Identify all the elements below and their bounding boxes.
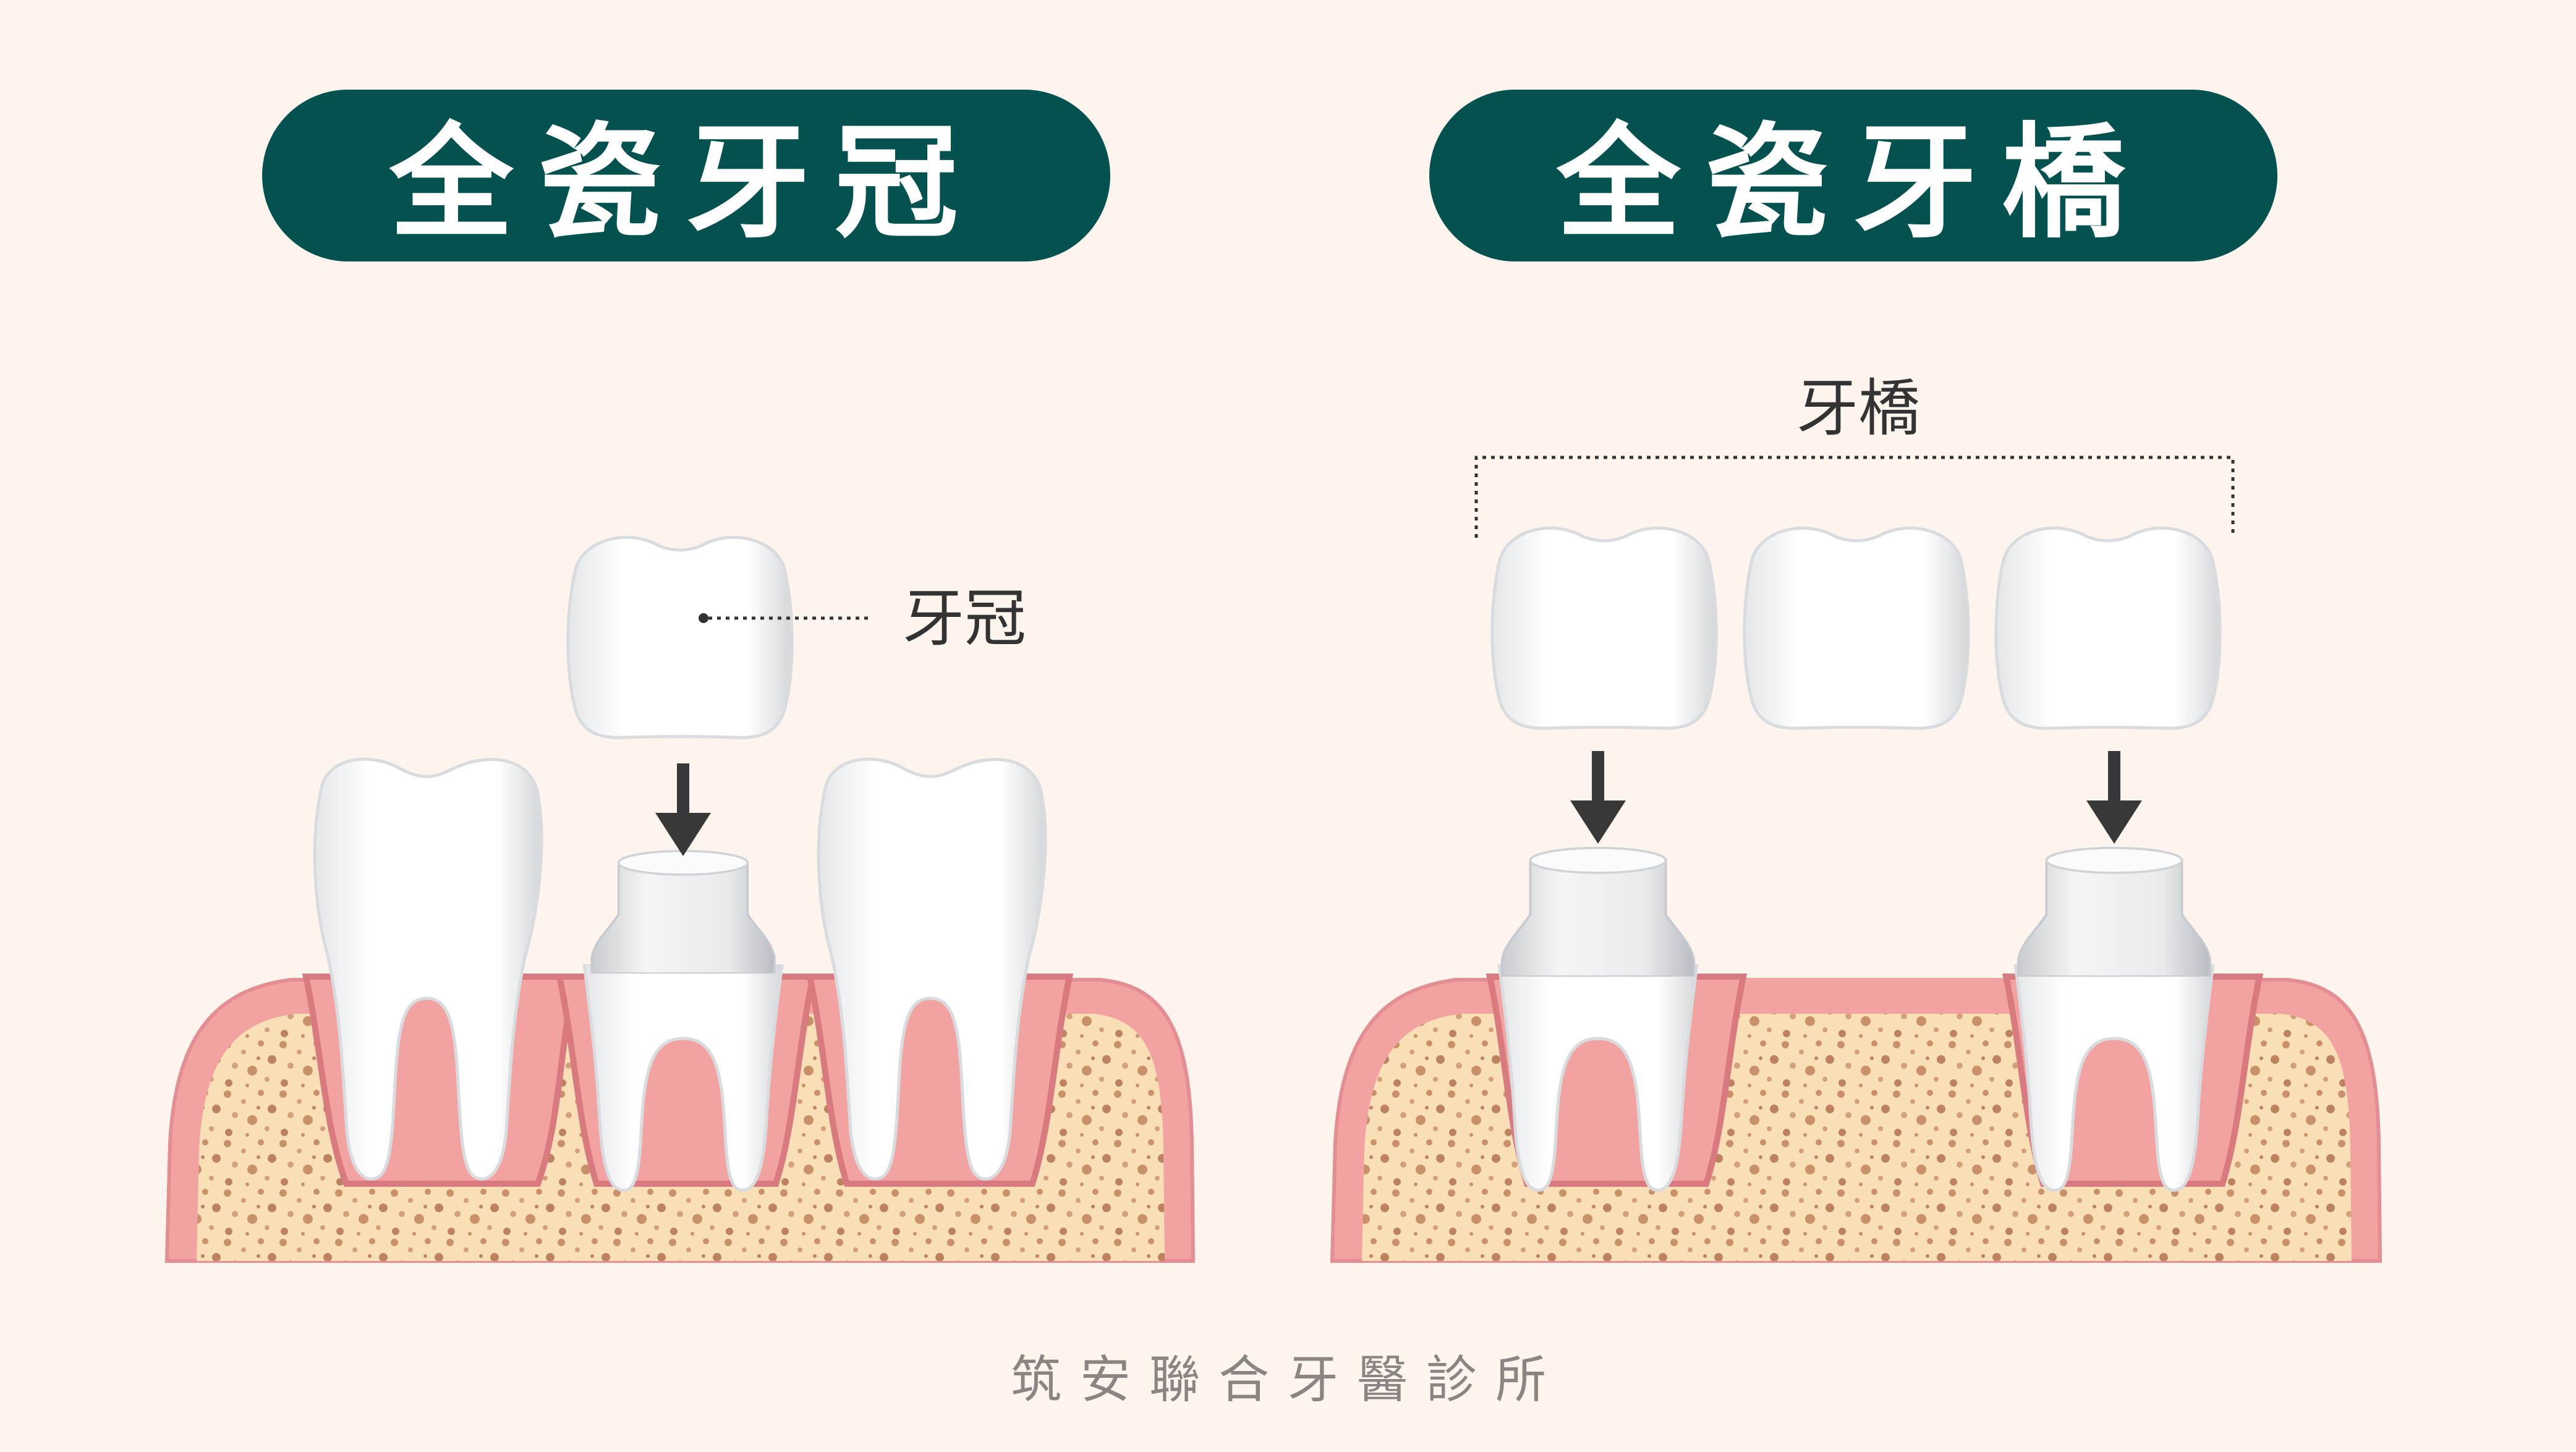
left-title: 全瓷牙冠 bbox=[389, 111, 983, 255]
bridge-right-abutment bbox=[2018, 848, 2210, 977]
bridge-crown-left bbox=[1492, 528, 1717, 728]
left-panel: 全瓷牙冠 牙冠 bbox=[164, 90, 1196, 1263]
prepared-tooth-abutment bbox=[592, 851, 775, 974]
bridge-left-abutment bbox=[1502, 848, 1694, 977]
right-panel: 全瓷牙橋 牙橋 bbox=[1330, 90, 2383, 1263]
bridge-left-arrow bbox=[1570, 751, 1626, 844]
crown-cap bbox=[568, 537, 793, 737]
clinic-name: 筑安聯合牙醫診所 bbox=[1011, 1351, 1565, 1409]
crown-placement-arrow bbox=[655, 763, 711, 856]
bridge-bracket bbox=[1474, 456, 2235, 538]
left-title-pill bbox=[262, 90, 1110, 261]
bridge-right-arrow bbox=[2086, 751, 2142, 844]
crown-pointer-dot bbox=[699, 613, 708, 623]
right-title-pill bbox=[1429, 90, 2277, 261]
bridge-crown-right bbox=[1996, 528, 2221, 728]
crown-label: 牙冠 bbox=[903, 582, 1026, 655]
bridge-label: 牙橋 bbox=[1796, 372, 1920, 444]
bridge-pontic-middle bbox=[1745, 528, 1969, 728]
right-title: 全瓷牙橋 bbox=[1556, 111, 2150, 255]
